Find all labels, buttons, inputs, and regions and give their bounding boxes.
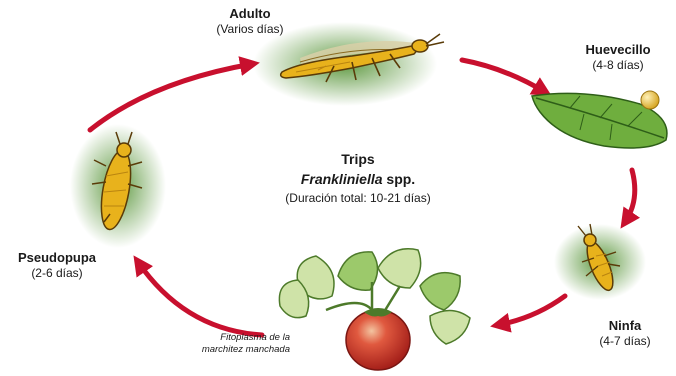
stage-label-pseudopupa: Pseudopupa (2-6 días) [2, 250, 112, 281]
plant-note-line-1: Fitoplasma de la [150, 332, 290, 344]
arrow-plant-to-pseudopupa [138, 262, 262, 335]
stage-label-adulto: Adulto (Varios días) [180, 6, 320, 37]
pseudopupa-thrips-illustration [70, 124, 166, 248]
arrow-nymph-to-plant [498, 296, 565, 325]
stage-name: Ninfa [580, 318, 670, 334]
stage-label-huevecillo: Huevecillo (4-8 días) [562, 42, 674, 73]
plant-disease-note: Fitoplasma de la marchitez manchada [150, 332, 290, 356]
stage-duration: (4-8 días) [562, 58, 674, 73]
center-title-block: Trips Frankliniella spp. (Duración total… [248, 150, 468, 207]
total-duration: (Duración total: 10-21 días) [248, 190, 468, 206]
stage-duration: (Varios días) [180, 22, 320, 37]
infected-plant-illustration [279, 249, 470, 370]
stage-name: Pseudopupa [2, 250, 112, 266]
stage-duration: (2-6 días) [2, 266, 112, 281]
species-name: Frankliniella spp. [301, 171, 415, 188]
species-suffix: spp. [383, 171, 416, 187]
nymph-thrips-illustration [554, 224, 646, 300]
arrow-egg-to-nymph [625, 170, 635, 222]
arrow-pseudopupa-to-adult [90, 64, 252, 130]
stage-label-ninfa: Ninfa (4-7 días) [580, 318, 670, 349]
arrow-adult-to-egg [462, 60, 545, 92]
stage-name: Adulto [180, 6, 320, 22]
plant-note-line-2: marchitez manchada [150, 344, 290, 356]
species-genus: Frankliniella [301, 171, 383, 187]
leaf-with-egg-illustration [532, 91, 667, 148]
center-title: Trips [248, 150, 468, 169]
stage-name: Huevecillo [562, 42, 674, 58]
stage-duration: (4-7 días) [580, 334, 670, 349]
